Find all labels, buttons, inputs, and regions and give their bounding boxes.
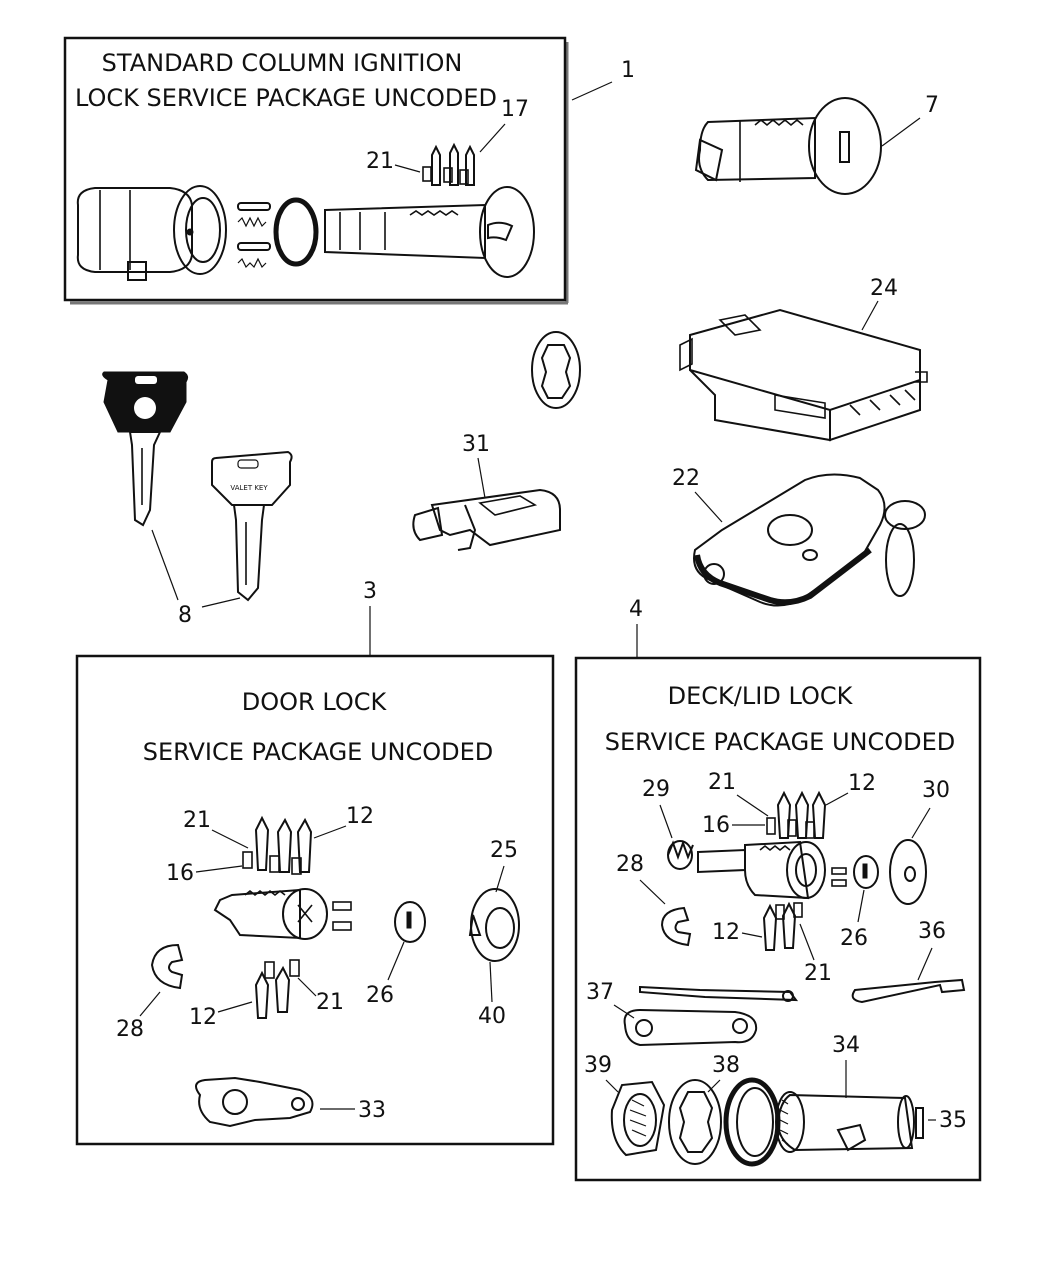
deck-cylinder (697, 840, 847, 900)
ignition-small-pins (422, 142, 475, 186)
callout-25: 25 (490, 838, 518, 863)
callout-38: 38 (712, 1053, 740, 1078)
callout-3: 3 (363, 579, 377, 604)
ignition-title-line1: STANDARD COLUMN IGNITION (102, 49, 463, 77)
callout-36: 36 (918, 919, 946, 944)
callout-34: 34 (832, 1033, 860, 1058)
callout-30: 30 (922, 778, 950, 803)
ignition-lock-cylinder (324, 186, 535, 278)
deck-package-box (574, 656, 982, 1182)
door-package-box (75, 654, 555, 1146)
callout-22: 22 (672, 466, 700, 491)
door-ring-25 (468, 888, 520, 962)
deck-title-line2: SERVICE PACKAGE UNCODED (605, 728, 956, 756)
module-24 (679, 308, 928, 442)
deck-nut-39 (610, 1080, 666, 1157)
callout-16-deck: 16 (702, 813, 730, 838)
callout-7: 7 (925, 93, 939, 118)
callout-17: 17 (501, 97, 529, 122)
callout-1: 1 (621, 58, 635, 83)
callout-21-deck-top: 21 (708, 770, 736, 795)
callout-21-ignition: 21 (366, 149, 394, 174)
callout-21-deck-bottom: 21 (804, 961, 832, 986)
callout-28-deck: 28 (616, 852, 644, 877)
door-title-line2: SERVICE PACKAGE UNCODED (143, 738, 494, 766)
ignition-package: STANDARD COLUMN IGNITION LOCK SERVICE PA… (63, 36, 569, 305)
callout-4: 4 (629, 597, 643, 622)
deck-rod-36 (851, 978, 966, 1004)
ignition-housing (76, 185, 227, 281)
key-head-valet (211, 450, 293, 506)
deck-washer-30 (889, 839, 927, 905)
door-cap-26 (394, 901, 426, 943)
retainer-washer (531, 331, 581, 409)
door-cylinder (213, 888, 352, 940)
callout-29: 29 (642, 777, 670, 802)
callout-21-door-bottom: 21 (316, 990, 344, 1015)
callout-12-deck-top: 12 (848, 771, 876, 796)
callout-21-door-top: 21 (183, 808, 211, 833)
callout-40: 40 (478, 1004, 506, 1029)
ignition-oring (273, 197, 319, 267)
callout-26-door: 26 (366, 983, 394, 1008)
callout-28-door: 28 (116, 1017, 144, 1042)
callout-37: 37 (586, 980, 614, 1005)
callout-39: 39 (584, 1053, 612, 1078)
door-clip-28 (150, 943, 184, 990)
callout-31: 31 (462, 432, 490, 457)
callout-35: 35 (939, 1108, 967, 1133)
ignition-title-line2: LOCK SERVICE PACKAGE UNCODED (75, 84, 497, 112)
deck-lever-37 (623, 985, 799, 1047)
deck-gasket (723, 1077, 781, 1167)
door-lever-33 (195, 1076, 314, 1128)
ignition-package-box (63, 36, 567, 302)
deck-cap-26 (853, 855, 879, 889)
door-tumblers-bottom (254, 959, 300, 1019)
clip-31 (412, 488, 561, 551)
deck-lid-package: DECK/LID LOCK SERVICE PACKAGE UNCODED 29… (574, 656, 982, 1182)
callout-26-deck: 26 (840, 926, 868, 951)
callout-16-door: 16 (166, 861, 194, 886)
deck-clip-28 (660, 906, 692, 947)
keys: VALET KEY (102, 371, 293, 602)
ignition-pins (237, 202, 271, 269)
callout-24: 24 (870, 276, 898, 301)
remote-fob-22 (693, 473, 926, 607)
callout-12-door-bottom: 12 (189, 1005, 217, 1030)
door-tumblers-top (242, 815, 313, 875)
deck-pin-35 (915, 1107, 924, 1139)
deck-washer-38 (668, 1079, 722, 1165)
deck-tumblers-bottom (762, 901, 803, 951)
callout-8: 8 (178, 603, 192, 628)
lock-cylinder-7 (694, 97, 882, 195)
callout-12-door-top: 12 (346, 804, 374, 829)
deck-housing-34 (775, 1091, 915, 1153)
callout-33: 33 (358, 1098, 386, 1123)
deck-title-line1: DECK/LID LOCK (668, 682, 854, 710)
valet-key-stamp: VALET KEY (230, 484, 268, 492)
door-title-line1: DOOR LOCK (242, 688, 388, 716)
deck-tumblers-top (766, 790, 827, 839)
door-lock-package: DOOR LOCK SERVICE PACKAGE UNCODED 21 12 … (75, 654, 555, 1146)
callout-12-deck-bottom: 12 (712, 920, 740, 945)
